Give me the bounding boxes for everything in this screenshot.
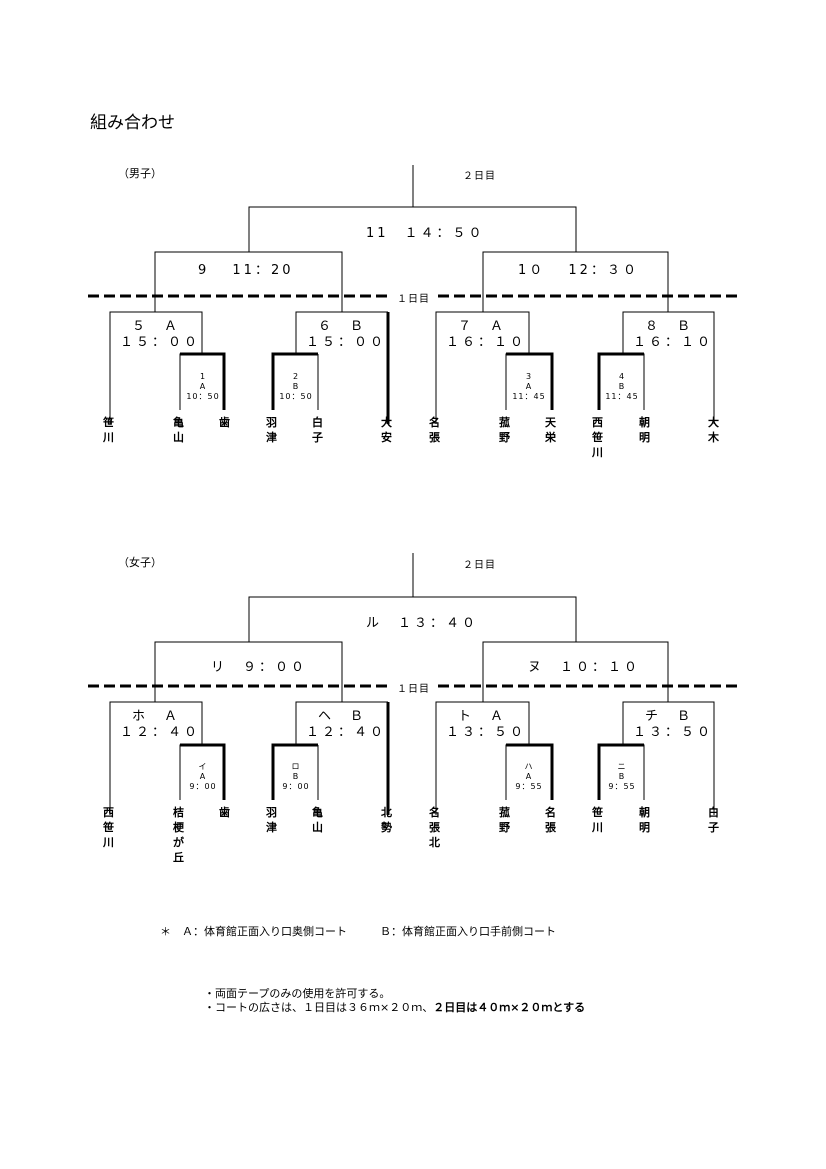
boys-label: （男子） <box>118 167 162 180</box>
boys-team-11: 朝 明 <box>639 416 650 444</box>
girls-team-7: 名 張 北 <box>429 806 440 849</box>
boys-team-8: 菰 野 <box>499 416 510 444</box>
boys-day2-label: ２日目 <box>463 171 496 182</box>
girls-team-1: 西 笹 川 <box>103 806 114 849</box>
note-court-size: ・コートの広さは、１日目は３６ｍ×２０ｍ、２日目は４０ｍ×２０ｍとする <box>204 999 585 1015</box>
match-time: １２：４０ <box>120 725 201 740</box>
match-time: １６：１０ <box>633 335 714 350</box>
match-label: ヘ Ｂ <box>317 709 366 724</box>
boys-team-3: 歯 <box>219 416 230 429</box>
boys-team-10: 西 笹 川 <box>592 416 603 459</box>
match-time: １２：４０ <box>306 725 387 740</box>
girls-day1-label: １日目 <box>395 680 432 695</box>
boys-semifinal-left: 9 11：20 <box>198 263 294 278</box>
match-time: １６：１０ <box>446 335 527 350</box>
girls-team-10: 笹 川 <box>592 806 603 834</box>
match-label: チ Ｂ <box>644 709 693 724</box>
match-label: ６ Ｂ <box>317 319 366 334</box>
girls-team-9: 名 張 <box>545 806 556 834</box>
match-label: ７ Ａ <box>457 319 506 334</box>
girls-team-4: 羽 津 <box>266 806 277 834</box>
boys-team-1: 笹 川 <box>103 416 114 444</box>
girls-team-6: 北 勢 <box>381 806 392 834</box>
girls-team-12: 白 子 <box>708 806 719 834</box>
girls-team-5: 亀 山 <box>312 806 323 834</box>
court-legend: ＊ Ａ：体育館正面入り口奥側コート Ｂ：体育館正面入り口手前側コート <box>160 925 556 938</box>
girls-team-11: 朝 明 <box>639 806 650 834</box>
girls-semifinal-right: ヌ １０：１０ <box>528 660 641 675</box>
girls-semifinal-left: リ ９：００ <box>211 660 308 675</box>
match-time: １３：５０ <box>633 725 714 740</box>
boys-team-5: 白 子 <box>312 416 323 444</box>
girls-team-3: 歯 <box>219 806 230 819</box>
match-label: ホ Ａ <box>131 709 180 724</box>
boys-day1-label: １日目 <box>395 290 432 305</box>
note-court-size-day1: ・コートの広さは、１日目は３６ｍ×２０ｍ、 <box>204 1001 434 1014</box>
girls-team-8: 菰 野 <box>499 806 510 834</box>
girls-team-2: 桔 梗 が 丘 <box>173 806 184 864</box>
match-time: １３：５０ <box>446 725 527 740</box>
girls-label: （女子） <box>118 556 162 569</box>
note-court-size-day2: ２日目は４０ｍ×２０ｍとする <box>433 1001 586 1014</box>
page-title: 組み合わせ <box>90 113 175 133</box>
girls-final-match: ル １３：４０ <box>366 616 479 631</box>
match-time: １５：００ <box>306 335 387 350</box>
match-label: ８ Ｂ <box>644 319 693 334</box>
boys-team-12: 大 木 <box>708 416 719 444</box>
boys-team-4: 羽 津 <box>266 416 277 444</box>
boys-semifinal-right: 1０ 12：３０ <box>518 263 639 278</box>
match-time: １５：００ <box>120 335 201 350</box>
boys-final-match: 11 １４：５０ <box>366 226 485 241</box>
note-tape: ・両面テープのみの使用を許可する。 <box>204 987 391 1000</box>
boys-team-2: 亀 山 <box>173 416 184 444</box>
boys-team-6: 大 安 <box>381 416 392 444</box>
match-label: ト Ａ <box>457 709 506 724</box>
boys-team-9: 天 栄 <box>545 416 556 444</box>
match-label: ５ Ａ <box>131 319 180 334</box>
girls-day2-label: ２日目 <box>463 560 496 571</box>
boys-team-7: 名 張 <box>429 416 440 444</box>
